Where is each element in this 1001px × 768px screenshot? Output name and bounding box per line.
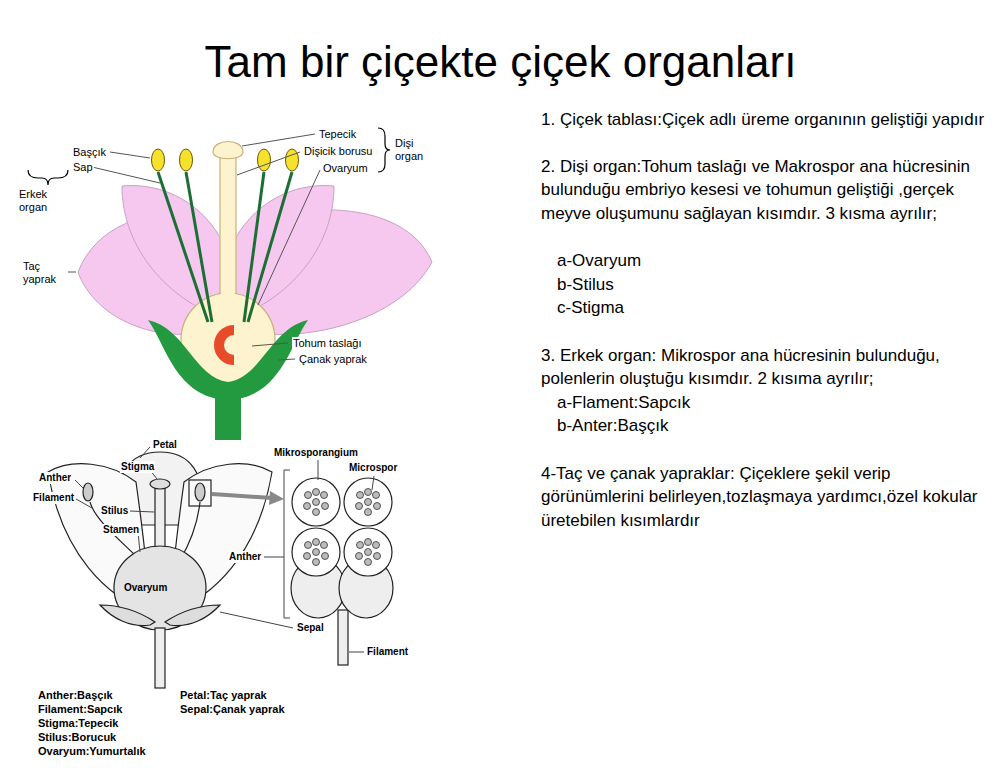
part-label: Sepal bbox=[296, 622, 325, 634]
key-entry: Filament:Sapcık bbox=[38, 703, 122, 716]
part-label: Filament bbox=[366, 646, 409, 658]
key-entry: Petal:Taç yaprak bbox=[180, 689, 267, 702]
sub-item: a-Flament:Sapcık bbox=[557, 391, 989, 415]
description-text: 1. Çiçek tablası:Çiçek adlı üreme organı… bbox=[541, 108, 989, 132]
group-label: Erkek organ bbox=[18, 188, 70, 214]
description-text: 3. Erkek organ: Mikrospor ana hücresinin… bbox=[541, 344, 989, 391]
part-label: Sap bbox=[72, 161, 94, 174]
part-label: Stilus bbox=[100, 505, 129, 517]
part-label: Anther bbox=[228, 551, 262, 563]
part-label: Stamen bbox=[102, 524, 140, 536]
description-panel: 1. Çiçek tablası:Çiçek adlı üreme organı… bbox=[541, 108, 989, 532]
group-label: Dişi organ bbox=[394, 137, 432, 163]
part-label: Filament bbox=[32, 492, 75, 504]
part-label: Taç yaprak bbox=[22, 260, 68, 286]
key-entry: Stigma:Tepecik bbox=[38, 717, 119, 730]
line-art-flower bbox=[48, 447, 393, 688]
part-label: Mikrosporangium bbox=[273, 447, 359, 459]
part-label: Microspor bbox=[348, 462, 398, 474]
page-title: Tam bir çiçekte çiçek organları bbox=[0, 36, 1001, 88]
part-label: Başçık bbox=[72, 146, 107, 159]
part-label: Petal bbox=[152, 439, 178, 451]
part-label: Çanak yaprak bbox=[298, 353, 368, 366]
key-entry: Ovaryum:Yumurtalık bbox=[38, 745, 146, 758]
colour-flower bbox=[28, 128, 432, 440]
part-label: Anther bbox=[38, 472, 72, 484]
sub-item: c-Stigma bbox=[557, 296, 989, 320]
sub-item: a-Ovaryum bbox=[557, 249, 989, 273]
part-label: Tepecik bbox=[318, 128, 357, 141]
sub-item: b-Stilus bbox=[557, 273, 989, 297]
part-label: Stigma bbox=[120, 461, 155, 473]
key-entry: Stilus:Borucuk bbox=[38, 731, 116, 744]
sub-item: b-Anter:Başçık bbox=[557, 414, 989, 438]
description-text: 4-Taç ve çanak yapraklar: Çiçeklere şeki… bbox=[541, 462, 989, 533]
key-entry: Anther:Başçık bbox=[38, 689, 113, 702]
part-label: Ovaryum bbox=[124, 582, 167, 594]
part-label: Ovaryum bbox=[322, 162, 369, 175]
description-text: 2. Dişi organ:Tohum taslağı ve Makrospor… bbox=[541, 155, 989, 226]
part-label: Tohum taslağı bbox=[292, 337, 362, 350]
part-label: Dişicik borusu bbox=[303, 145, 373, 158]
key-entry: Sepal:Çanak yaprak bbox=[180, 703, 285, 716]
